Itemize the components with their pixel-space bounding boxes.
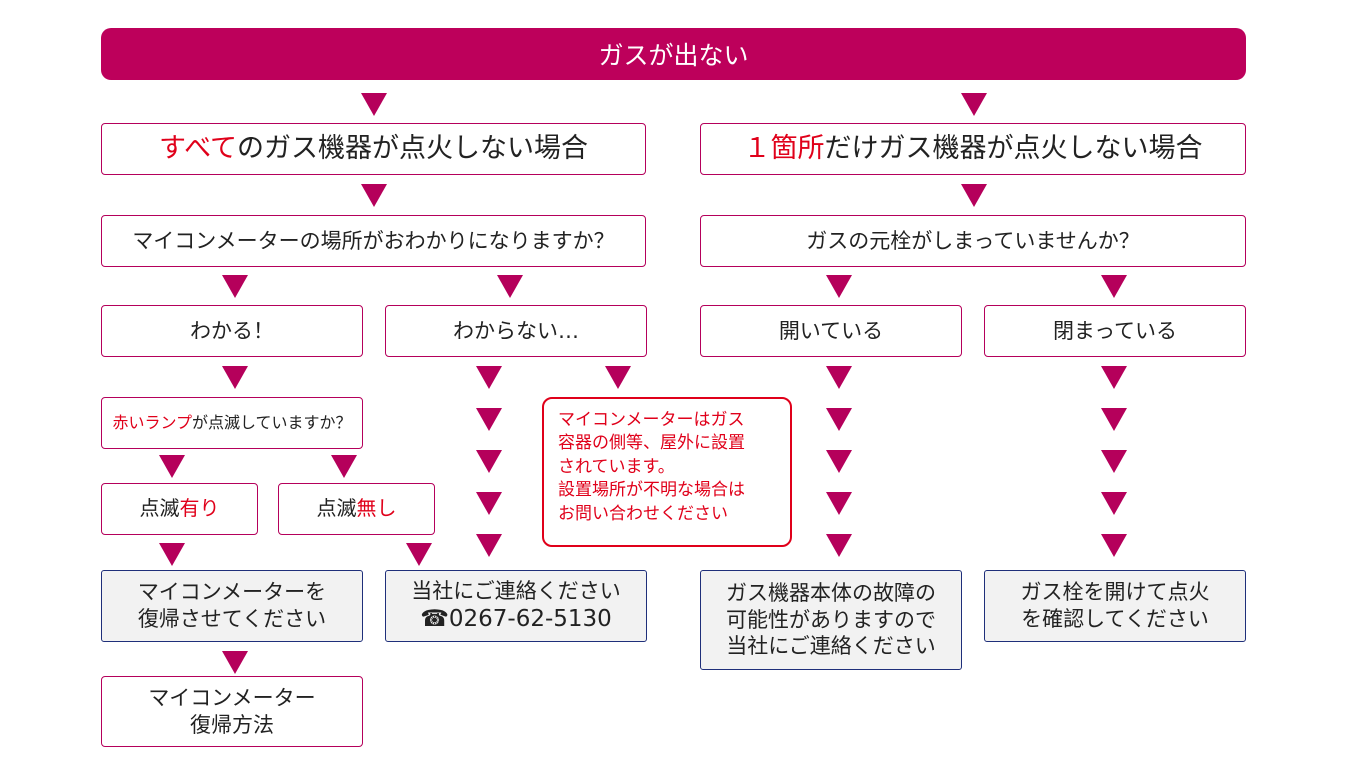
note-line: されています。 <box>558 456 675 477</box>
arrow-down-icon <box>1101 450 1127 473</box>
reset-method-line: 復帰方法 <box>190 712 274 737</box>
blink-no-suffix: 無し <box>356 496 397 521</box>
arrow-down-icon <box>476 450 502 473</box>
result-line: ガス機器本体の故障の <box>726 580 936 605</box>
arrow-down-icon <box>497 275 523 298</box>
open-valve-result: ガス栓を開けて点火 を確認してください <box>984 570 1246 642</box>
arrow-down-icon <box>605 366 631 389</box>
answer-open[interactable]: 開いている <box>700 305 962 357</box>
contact-text: 当社にご連絡ください <box>411 578 621 603</box>
result-line: 可能性がありますので <box>726 607 936 632</box>
arrow-down-icon <box>476 408 502 431</box>
appliance-fault-result: ガス機器本体の故障の 可能性がありますので 当社にご連絡ください <box>700 570 962 670</box>
arrow-down-icon <box>476 492 502 515</box>
single-appliance-heading: １箇所だけガス機器が点火しない場合 <box>700 123 1246 175</box>
arrow-down-icon <box>222 275 248 298</box>
single-appliance-emphasis: １箇所 <box>743 132 825 164</box>
result-line: 当社にご連絡ください <box>726 634 936 659</box>
arrow-down-icon <box>361 93 387 116</box>
arrow-down-icon <box>826 275 852 298</box>
arrow-down-icon <box>406 543 432 566</box>
result-line: マイコンメーターを <box>137 580 327 605</box>
arrow-down-icon <box>222 651 248 674</box>
answer-know[interactable]: わかる！ <box>101 305 363 357</box>
meter-location-question: マイコンメーターの場所がおわかりになりますか？ <box>101 215 646 267</box>
arrow-down-icon <box>1101 534 1127 557</box>
arrow-down-icon <box>826 450 852 473</box>
reset-method-line: マイコンメーター <box>148 685 316 710</box>
blink-yes-prefix: 点滅 <box>139 496 180 521</box>
arrow-down-icon <box>476 534 502 557</box>
answer-closed[interactable]: 閉まっている <box>984 305 1246 357</box>
phone-line: ☎0267-62-5130 <box>411 605 621 634</box>
all-appliances-text: のガス機器が点火しない場合 <box>237 132 589 164</box>
arrow-down-icon <box>1101 408 1127 431</box>
arrow-down-icon <box>1101 275 1127 298</box>
note-line: お問い合わせください <box>558 503 728 524</box>
answer-dont-know[interactable]: わからない… <box>385 305 647 357</box>
arrow-down-icon <box>476 366 502 389</box>
arrow-down-icon <box>1101 492 1127 515</box>
arrow-down-icon <box>826 492 852 515</box>
arrow-down-icon <box>361 184 387 207</box>
arrow-down-icon <box>826 534 852 557</box>
arrow-down-icon <box>222 366 248 389</box>
blink-yes[interactable]: 点滅有り <box>101 483 258 535</box>
red-lamp-emphasis: 赤いランプ <box>112 412 192 432</box>
arrow-down-icon <box>826 408 852 431</box>
note-line: 容器の側等、屋外に設置 <box>558 433 745 454</box>
arrow-down-icon <box>961 93 987 116</box>
contact-result: 当社にご連絡ください ☎0267-62-5130 <box>385 570 647 642</box>
arrow-down-icon <box>159 455 185 478</box>
arrow-down-icon <box>1101 366 1127 389</box>
all-appliances-emphasis: すべて <box>158 132 238 164</box>
red-lamp-question: 赤いランプが点滅していますか？ <box>101 397 363 449</box>
main-valve-question: ガスの元栓がしまっていませんか？ <box>700 215 1246 267</box>
blink-no-prefix: 点滅 <box>316 496 357 521</box>
blink-no[interactable]: 点滅無し <box>278 483 435 535</box>
single-appliance-text: だけガス機器が点火しない場合 <box>824 132 1203 164</box>
result-line: 復帰させてください <box>137 607 327 631</box>
result-line: ガス栓を開けて点火 <box>1020 580 1210 605</box>
arrow-down-icon <box>961 184 987 207</box>
meter-reset-method-link[interactable]: マイコンメーター 復帰方法 <box>101 676 363 747</box>
arrow-down-icon <box>159 543 185 566</box>
note-line: 設置場所が不明な場合は <box>558 480 745 501</box>
meter-reset-result: マイコンメーターを 復帰させてください <box>101 570 363 642</box>
phone-icon: ☎ <box>420 605 449 632</box>
page-title: ガスが出ない <box>101 28 1246 80</box>
arrow-down-icon <box>826 366 852 389</box>
note-line: マイコンメーターはガス <box>558 410 745 430</box>
phone-number[interactable]: 0267-62-5130 <box>448 605 612 632</box>
all-appliances-heading: すべてのガス機器が点火しない場合 <box>101 123 646 175</box>
result-line: を確認してください <box>1021 607 1209 631</box>
arrow-down-icon <box>331 455 357 478</box>
blink-yes-suffix: 有り <box>179 496 220 521</box>
red-lamp-text: が点滅していますか？ <box>192 412 352 432</box>
meter-location-note: マイコンメーターはガス 容器の側等、屋外に設置 されています。 設置場所が不明な… <box>542 397 792 547</box>
